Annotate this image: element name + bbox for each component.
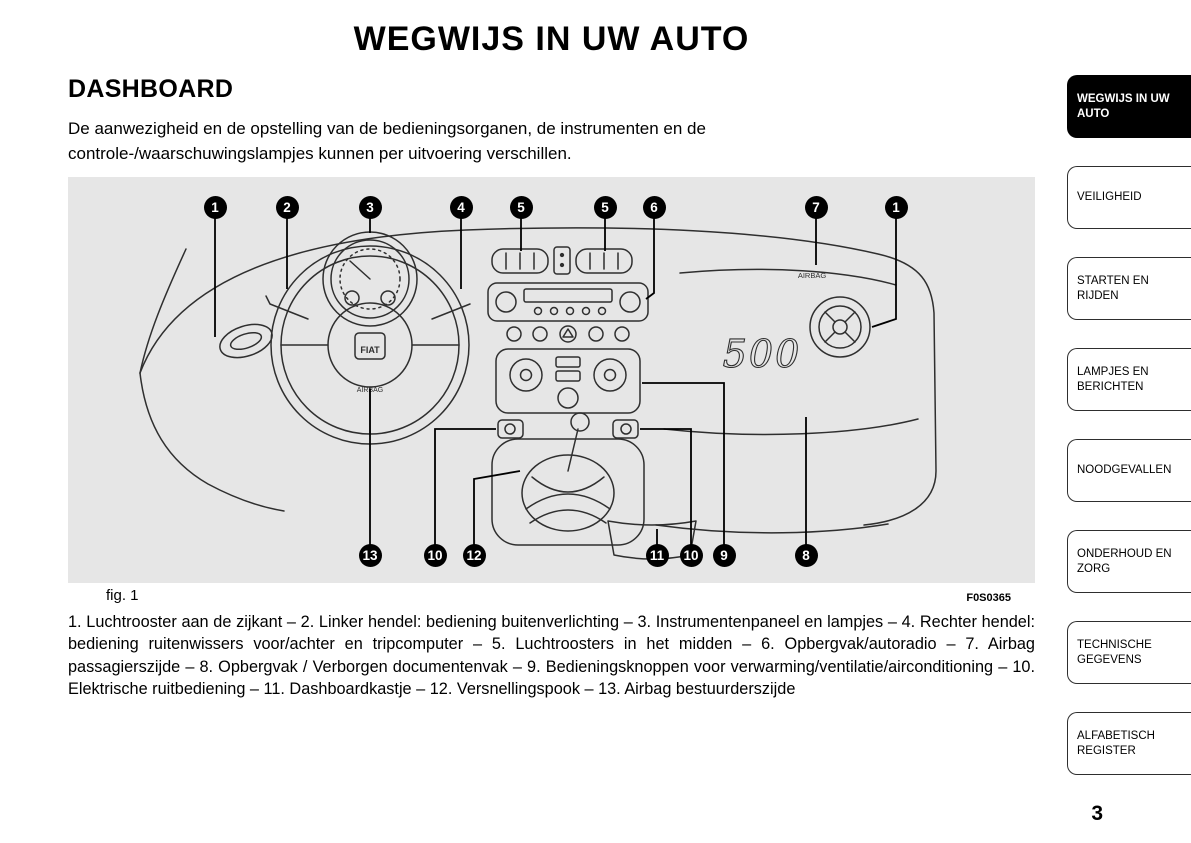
callout-5-left: 5 [509,195,533,219]
section-heading: DASHBOARD [68,75,234,103]
dashboard-outline [139,227,937,534]
callout-13: 13 [358,543,382,567]
right-air-vent [809,296,871,359]
tab-lampjes-en-berichten[interactable]: LAMPJES EN BERICHTEN [1067,348,1191,411]
figure-code: F0S0365 [966,592,1011,605]
callout-3: 3 [358,195,382,219]
climate-controls [495,348,641,415]
dashboard-diagram: FIAT AIRBAG AIRBAG 500 [139,217,937,560]
callout-10-right: 10 [679,543,703,567]
tab-wegwijs-in-uw-auto[interactable]: WEGWIJS IN UW AUTO [1067,75,1191,138]
dashboard-figure: FIAT AIRBAG AIRBAG 500 [68,177,1035,584]
tab-veiligheid[interactable]: VEILIGHEID [1067,166,1191,229]
page-title: WEGWIJS IN UW AUTO [353,20,750,58]
window-switches [497,419,639,440]
tab-label: TECHNISCHE GEGEVENS [1077,638,1152,666]
tab-starten-en-rijden[interactable]: STARTEN EN RIJDEN [1067,257,1191,320]
tab-label: WEGWIJS IN UW AUTO [1077,92,1170,120]
callout-11: 11 [645,543,669,567]
instrument-cluster [322,231,418,328]
gear-shifter [491,412,645,547]
callout-10-left: 10 [423,543,447,567]
tab-noodgevallen[interactable]: NOODGEVALLEN [1067,439,1191,502]
callout-2: 2 [275,195,299,219]
left-air-vent [219,324,273,359]
figure-caption-row: fig. 1 F0S0365 [68,583,1035,604]
tab-label: ONDERHOUD EN ZORG [1077,547,1172,575]
callout-8: 8 [794,543,818,567]
callout-5-right: 5 [593,195,617,219]
center-vents [491,246,633,276]
tab-label: NOODGEVALLEN [1077,464,1172,477]
callout-1-left: 1 [203,195,227,219]
storage-tray [607,520,697,560]
figure-legend: 1. Luchtrooster aan de zijkant – 2. Link… [68,613,1035,698]
leader-lines [214,217,897,546]
callout-9: 9 [712,543,736,567]
control-stalks [265,295,471,321]
callout-12: 12 [462,543,486,567]
callout-1-right: 1 [884,195,908,219]
figure-caption: fig. 1 [106,587,139,605]
tab-label: LAMPJES EN BERICHTEN [1077,365,1149,393]
tab-label: ALFABETISCH REGISTER [1077,729,1155,757]
callout-6: 6 [642,195,666,219]
fiat-badge-label: FIAT [360,345,380,355]
radio-unit [487,282,649,323]
tab-alfabetisch-register[interactable]: ALFABETISCH REGISTER [1067,712,1191,775]
airbag-label-passenger: AIRBAG [798,271,827,280]
tab-label: STARTEN EN RIJDEN [1077,274,1149,302]
tab-label: VEILIGHEID [1077,191,1142,204]
intro-text: De aanwezigheid en de opstelling van de … [68,119,706,163]
tab-technische-gegevens[interactable]: TECHNISCHE GEGEVENS [1067,621,1191,684]
callout-4: 4 [449,195,473,219]
callout-7: 7 [804,195,828,219]
page-number: 3 [1091,802,1103,825]
model-500-logo: 500 [723,332,802,376]
chapter-tabs: WEGWIJS IN UW AUTO VEILIGHEID STARTEN EN… [1067,75,1191,803]
button-row [506,325,630,344]
tab-onderhoud-en-zorg[interactable]: ONDERHOUD EN ZORG [1067,530,1191,593]
main-column: WEGWIJS IN UW AUTO DASHBOARD De aanwezig… [68,20,1035,700]
